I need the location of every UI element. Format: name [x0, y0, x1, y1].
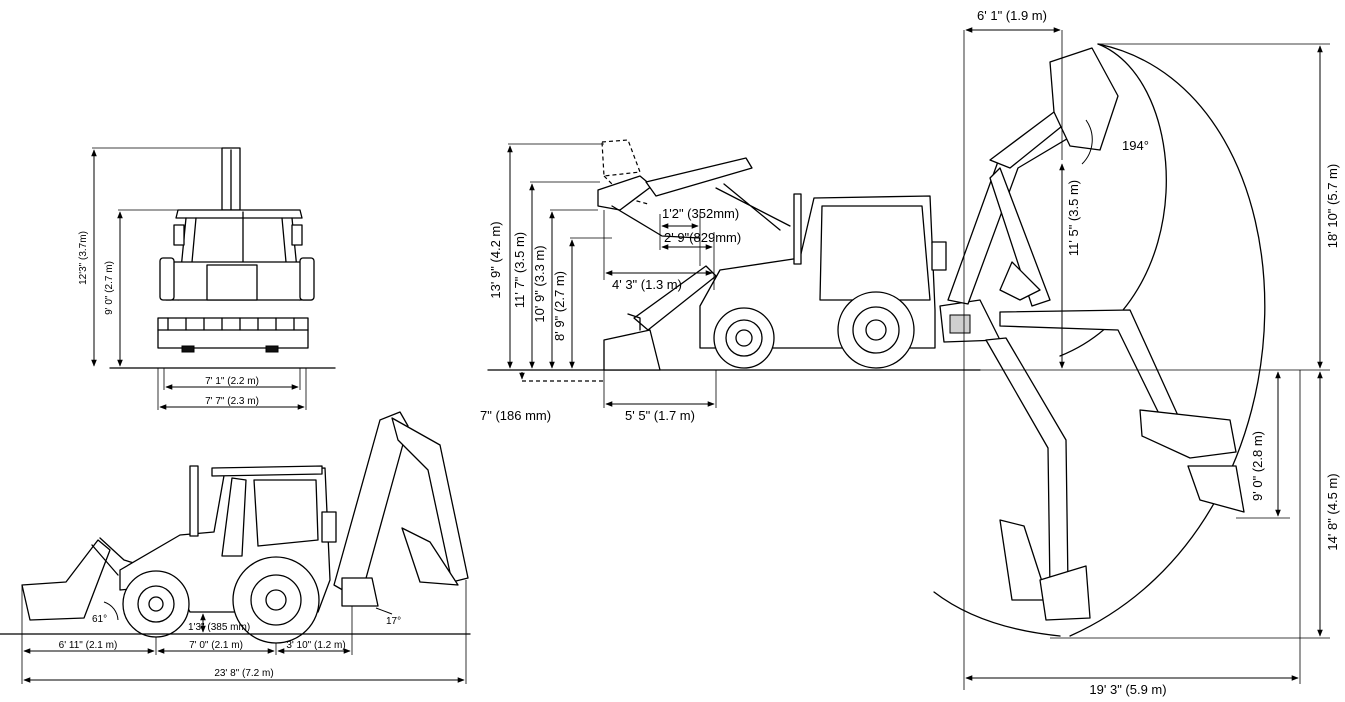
side-front-overhang-label: 6' 11" (2.1 m)	[59, 640, 118, 651]
front-track-width-label: 7' 1" (2.2 m)	[205, 376, 259, 387]
backhoe-swing-offset-label: 6' 1" (1.9 m)	[977, 8, 1047, 23]
front-view	[91, 147, 336, 410]
side-view	[0, 411, 471, 684]
backhoe-view	[933, 27, 1330, 690]
backhoe-reach-label: 19' 3" (5.9 m)	[1089, 682, 1166, 697]
front-cab-height-label: 9' 0" (2.7 m)	[104, 261, 115, 315]
side-departure-angle-label: 17°	[386, 616, 401, 627]
front-overall-height-label: 12'3" (3.7m)	[78, 231, 89, 285]
backhoe-total-height-label: 18' 10" (5.7 m)	[1325, 164, 1340, 248]
loader-reach-a-label: 1'2" (352mm)	[662, 206, 739, 221]
side-overall-length-label: 23' 8" (7.2 m)	[214, 668, 273, 679]
backhoe-dig-depth-flat-label: 9' 0" (2.8 m)	[1250, 431, 1265, 501]
side-rear-overhang-label: 3' 10" (1.2 m)	[286, 640, 345, 651]
backhoe-rotation-label: 194°	[1122, 138, 1149, 153]
loader-dig-depth-label: 7" (186 mm)	[480, 408, 551, 423]
side-loader-angle-label: 61°	[92, 614, 107, 625]
backhoe-inner-height-label: 11' 5" (3.5 m)	[1066, 180, 1081, 256]
loader-dump-clearance-label: 8' 9" (2.7 m)	[552, 271, 567, 341]
loader-dump-height-label: 11' 7" (3.5 m)	[512, 232, 527, 308]
side-ground-clearance-label: 1'3" (385 mm)	[188, 622, 250, 633]
loader-bucket-width-label: 5' 5" (1.7 m)	[625, 408, 695, 423]
backhoe-dig-depth-max-label: 14' 8" (4.5 m)	[1325, 473, 1340, 550]
loader-reach-c-label: 4' 3" (1.3 m)	[612, 277, 682, 292]
loader-view	[487, 139, 1001, 408]
front-overall-width-label: 7' 7" (2.3 m)	[205, 396, 259, 407]
loader-reach-b-label: 2' 9"(829mm)	[664, 230, 741, 245]
loader-height-at-dump-label: 10' 9" (3.3 m)	[532, 245, 547, 322]
side-wheelbase-label: 7' 0" (2.1 m)	[189, 640, 243, 651]
loader-max-pin-height-label: 13' 9" (4.2 m)	[488, 221, 503, 298]
